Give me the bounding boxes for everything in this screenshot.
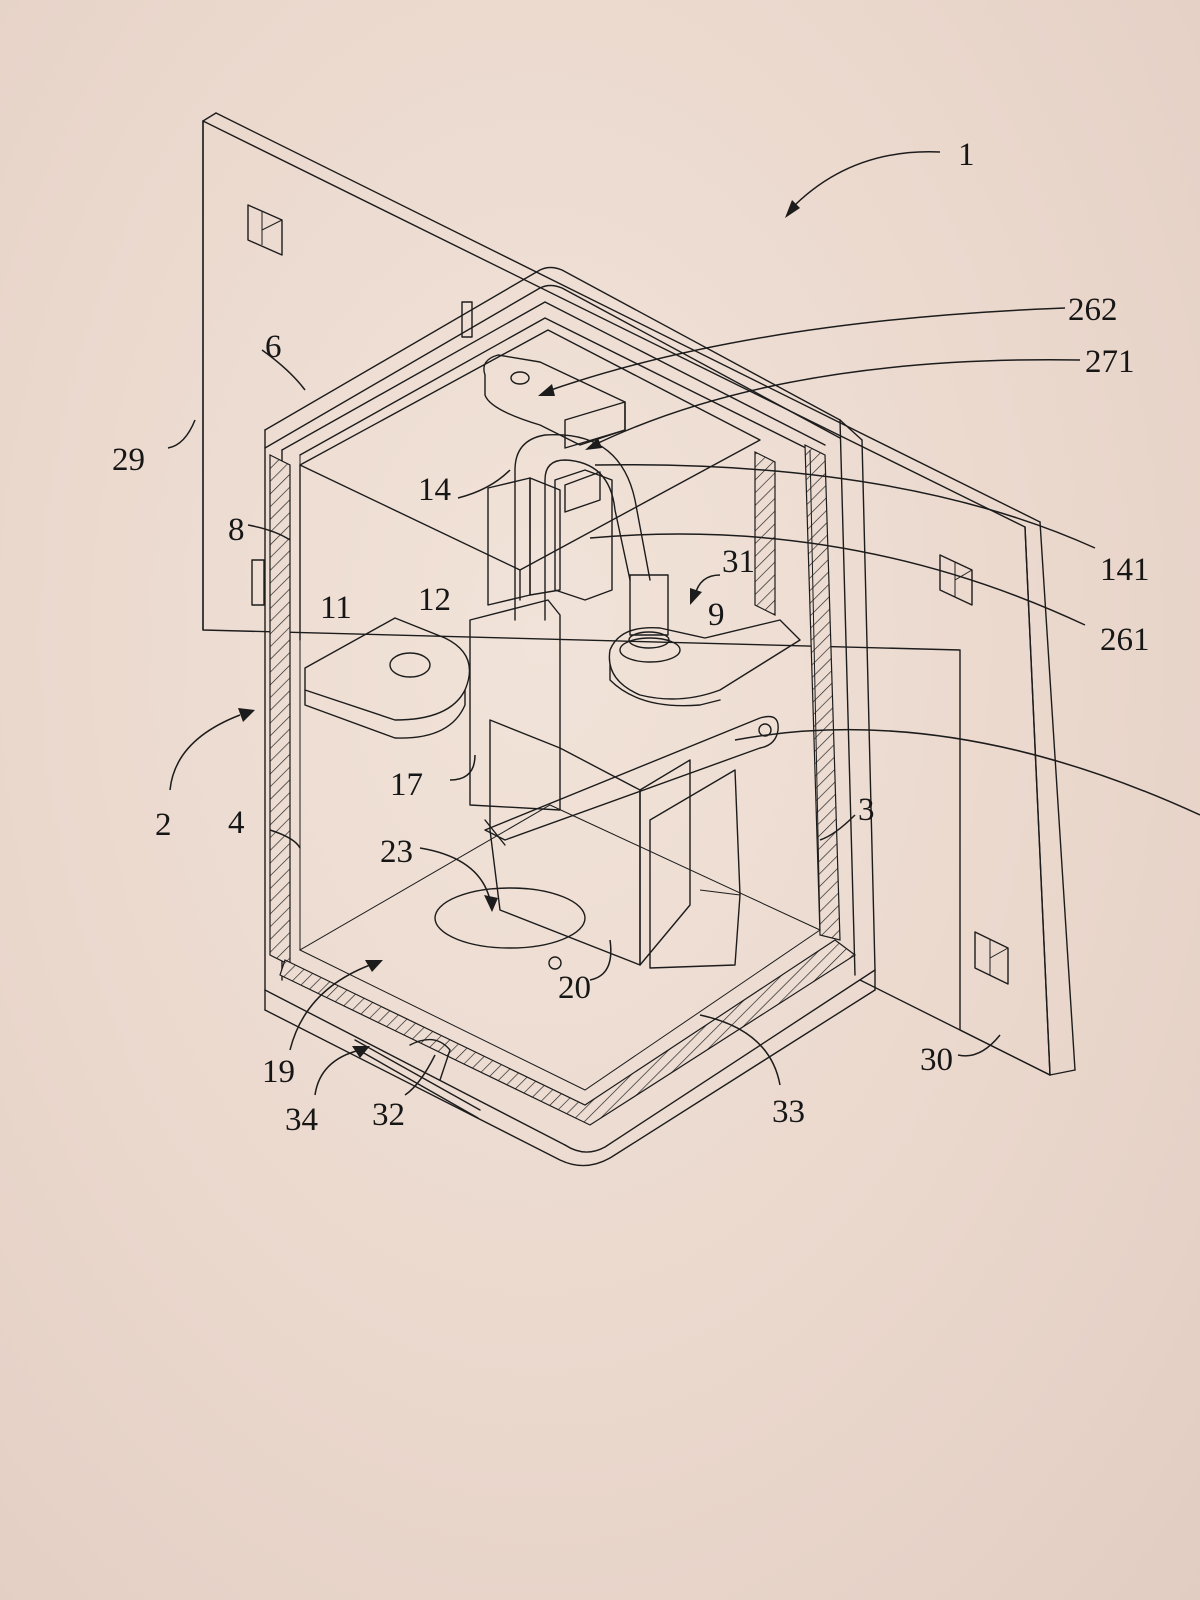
label-261: 261 bbox=[1100, 622, 1150, 658]
label-31: 31 bbox=[722, 544, 755, 580]
mounting-hole-right bbox=[939, 554, 973, 606]
label-2: 2 bbox=[155, 807, 172, 843]
mechanism bbox=[299, 329, 801, 1119]
mounting-hole-top bbox=[247, 204, 283, 256]
label-34: 34 bbox=[285, 1102, 318, 1138]
bracket-262 bbox=[483, 354, 626, 449]
label-17: 17 bbox=[390, 767, 423, 803]
label-141: 141 bbox=[1100, 552, 1150, 588]
module-261 bbox=[554, 469, 613, 601]
bracket-14 bbox=[487, 477, 561, 606]
label-32: 32 bbox=[372, 1097, 405, 1133]
plate-17 bbox=[489, 719, 741, 969]
reference-numerals: 1 262 271 6 29 14 141 8 261 31 11 12 9 1… bbox=[112, 137, 1150, 1138]
label-1: 1 bbox=[958, 137, 975, 173]
label-30: 30 bbox=[920, 1042, 953, 1078]
arm-9 bbox=[608, 619, 801, 707]
label-3: 3 bbox=[858, 792, 875, 828]
label-20: 20 bbox=[558, 970, 591, 1006]
housing bbox=[264, 266, 876, 1167]
label-23: 23 bbox=[380, 834, 413, 870]
label-4: 4 bbox=[228, 805, 245, 841]
label-8: 8 bbox=[228, 512, 245, 548]
leader-lines bbox=[167, 151, 1200, 1096]
label-9: 9 bbox=[708, 597, 725, 633]
mounting-plate bbox=[202, 112, 1076, 1076]
label-12: 12 bbox=[418, 582, 451, 618]
label-11: 11 bbox=[320, 590, 352, 626]
label-29: 29 bbox=[112, 442, 145, 478]
label-14: 14 bbox=[418, 472, 451, 508]
label-19: 19 bbox=[262, 1054, 295, 1090]
mounting-hole-bottom bbox=[974, 931, 1009, 985]
arm-11 bbox=[304, 617, 471, 739]
label-33: 33 bbox=[772, 1094, 805, 1130]
pipe-141 bbox=[514, 433, 670, 649]
label-262: 262 bbox=[1068, 292, 1118, 328]
lever-bar bbox=[484, 715, 779, 846]
label-271: 271 bbox=[1085, 344, 1135, 380]
label-6: 6 bbox=[265, 329, 282, 365]
